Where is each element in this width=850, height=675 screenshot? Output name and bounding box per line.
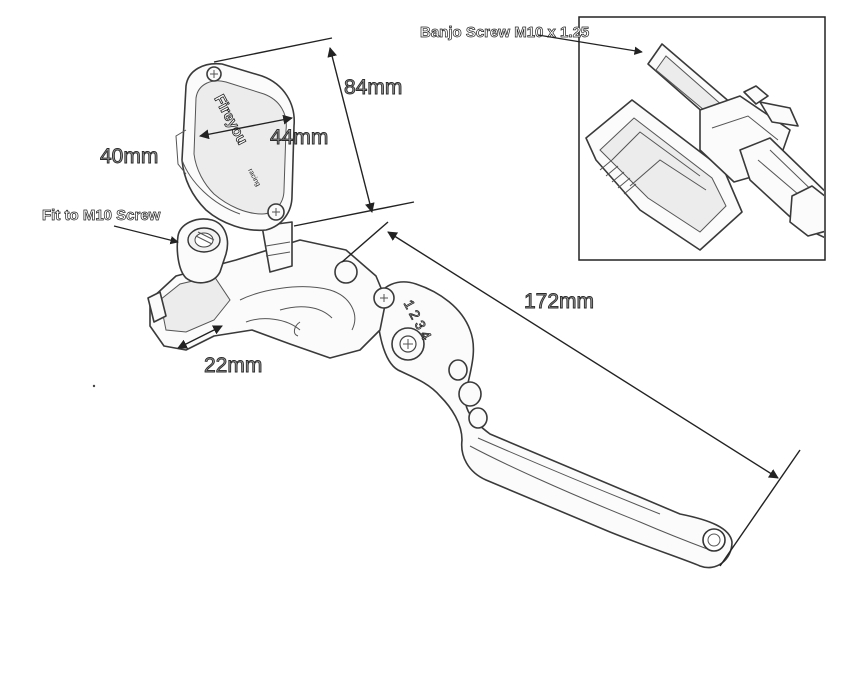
- inset-detail: Banjo Screw M10 x 1.25: [420, 16, 826, 261]
- dim-44-line: [199, 114, 293, 140]
- dim-40-label: 40mm: [100, 145, 158, 168]
- banjo-fitting-drawing: [585, 43, 824, 251]
- speck: [92, 384, 96, 388]
- fit-screw-label: Fit to M10 Screw: [42, 207, 161, 224]
- dim-22-label: 22mm: [204, 354, 262, 377]
- dim-172-label: 172mm: [524, 290, 594, 313]
- dim-84-label: 84mm: [344, 76, 402, 99]
- dim-84-line: [327, 47, 375, 213]
- banjo-screw-label: Banjo Screw M10 x 1.25: [420, 24, 589, 41]
- lever-blade: [376, 281, 733, 569]
- banjo-leader: [537, 34, 643, 55]
- dim-22-line: [177, 325, 223, 349]
- fit-screw-leader: [113, 225, 179, 245]
- dimensions: 84mm 44mm 40mm Fit to M10 Screw 22mm 172…: [42, 37, 801, 567]
- dim-44-label: 44mm: [270, 126, 328, 149]
- dim-172-line: [387, 231, 779, 479]
